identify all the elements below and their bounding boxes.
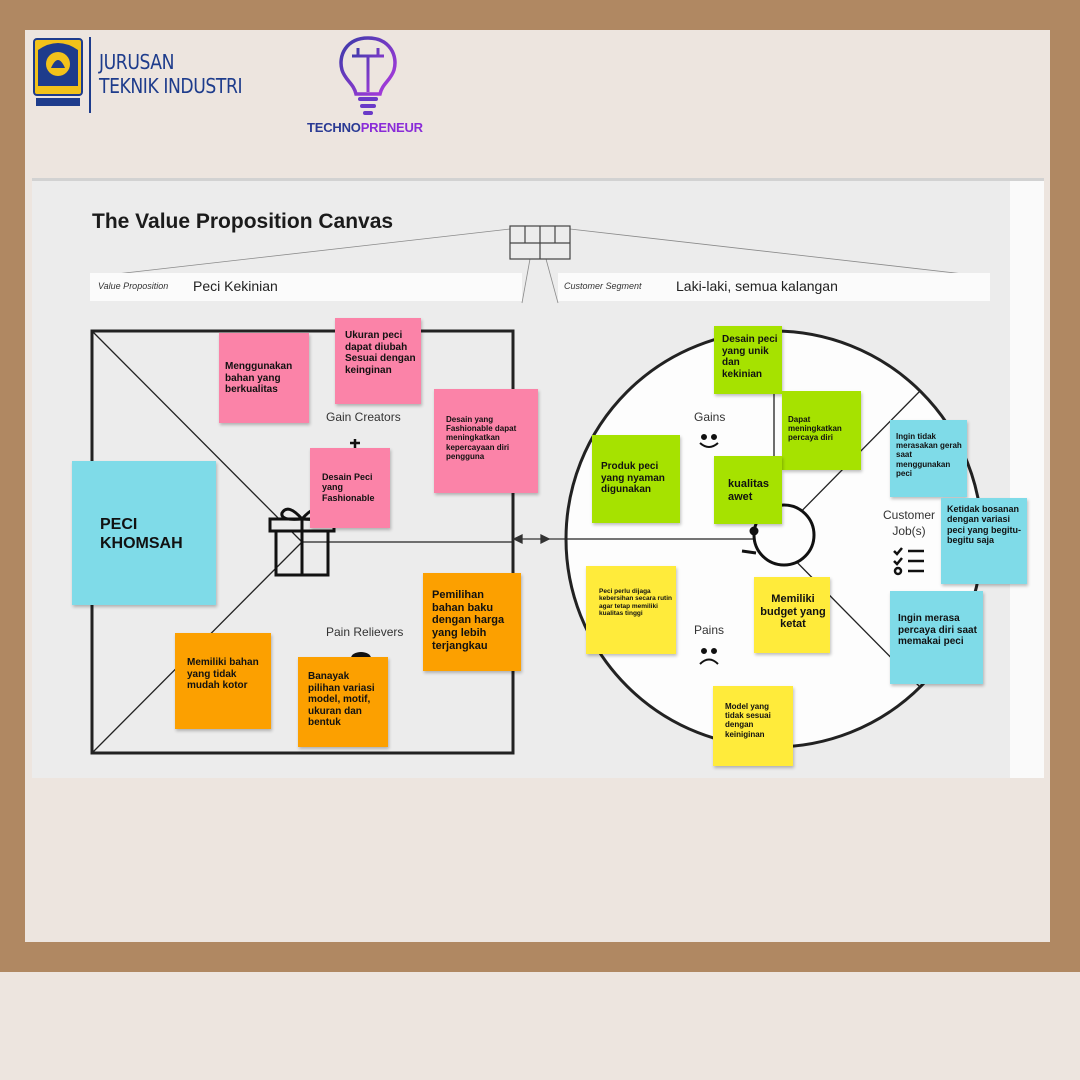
- customer-segment-bar: Customer Segment Laki-laki, semua kalang…: [558, 273, 990, 301]
- technopreneur-wordmark: TECHNOPRENEUR: [307, 120, 423, 135]
- pains-label: Pains: [694, 623, 725, 637]
- gain-creator-note: Desain yang Fashionable dapat meningkatk…: [434, 389, 538, 493]
- gain-creator-note: Menggunakan bahan yang berkualitas: [219, 333, 309, 423]
- logo-divider: [89, 37, 91, 113]
- pain-note: Model yang tidak sesuai dengan keinigina…: [713, 686, 793, 766]
- gain-note: kualitas awet: [714, 456, 782, 524]
- uii-seal-icon: [33, 38, 83, 106]
- canvas-title: The Value Proposition Canvas: [92, 210, 394, 233]
- customer-job-note: Ketidak bosanan dengan variasi peci yang…: [941, 498, 1027, 584]
- checklist-icon: [893, 547, 924, 576]
- pain-reliever-note: Pemilihan bahan baku dengan harga yang l…: [423, 573, 521, 671]
- pain-reliever-note: Banayak pilihan variasi model, motif, uk…: [298, 657, 388, 747]
- pain-reliever-note: Memiliki bahan yang tidak mudah kotor: [175, 633, 271, 729]
- poster-panel: JURUSAN TEKNIK INDUSTRI TECHNOPRENEUR: [25, 30, 1050, 942]
- customer-segment-value: Laki-laki, semua kalangan: [676, 278, 838, 294]
- frowny-icon: [699, 648, 719, 665]
- customer-segment-label: Customer Segment: [564, 281, 642, 291]
- department-line-2: TEKNIK INDUSTRI: [99, 74, 243, 98]
- customer-job-note: Ingin tidak merasakan gerah saat menggun…: [890, 420, 967, 497]
- header: JURUSAN TEKNIK INDUSTRI TECHNOPRENEUR: [25, 30, 1050, 180]
- lightbulb-icon: [339, 36, 397, 115]
- gain-creators-icon: [350, 439, 360, 449]
- brand-part-1: TECHNO: [307, 120, 361, 135]
- pain-note: Memiliki budget yang ketat: [754, 577, 830, 653]
- gain-creator-note: Ukuran peci dapat diubah Sesuai dengan k…: [335, 318, 421, 404]
- gain-note: Produk peci yang nyaman digunakan: [592, 435, 680, 523]
- brand-part-2: PRENEUR: [360, 120, 423, 135]
- pain-note: Peci perlu dijaga kebersihan secara ruti…: [586, 566, 676, 654]
- gain-note: Desain peci yang unik dan kekinian: [714, 326, 782, 394]
- department-line-1: JURUSAN: [99, 50, 175, 74]
- customer-job-note: Ingin merasa percaya diri saat memakai p…: [890, 591, 983, 684]
- gain-creator-note: Desain Peci yang Fashionable: [310, 448, 390, 528]
- value-proposition-bar: Value Proposition Peci Kekinian: [90, 273, 522, 301]
- value-proposition-label: Value Proposition: [98, 281, 169, 291]
- gain-note: Dapat meningkatkan percaya diri: [782, 391, 861, 470]
- smiley-icon: [699, 434, 719, 448]
- customer-jobs-label: Customer Job(s): [882, 508, 935, 538]
- gain-creators-label: Gain Creators: [326, 410, 401, 424]
- gains-label: Gains: [694, 410, 726, 424]
- canvas-margin: [1010, 181, 1044, 778]
- pain-relievers-label: Pain Relievers: [326, 625, 404, 639]
- canvas-guide-lines: [89, 225, 991, 304]
- mini-canvas-icon: [509, 225, 571, 260]
- value-proposition-value: Peci Kekinian: [193, 278, 278, 294]
- product-note: PECI KHOMSAH: [72, 461, 216, 605]
- value-proposition-canvas: The Value Proposition Canvas Value Propo…: [32, 178, 1044, 778]
